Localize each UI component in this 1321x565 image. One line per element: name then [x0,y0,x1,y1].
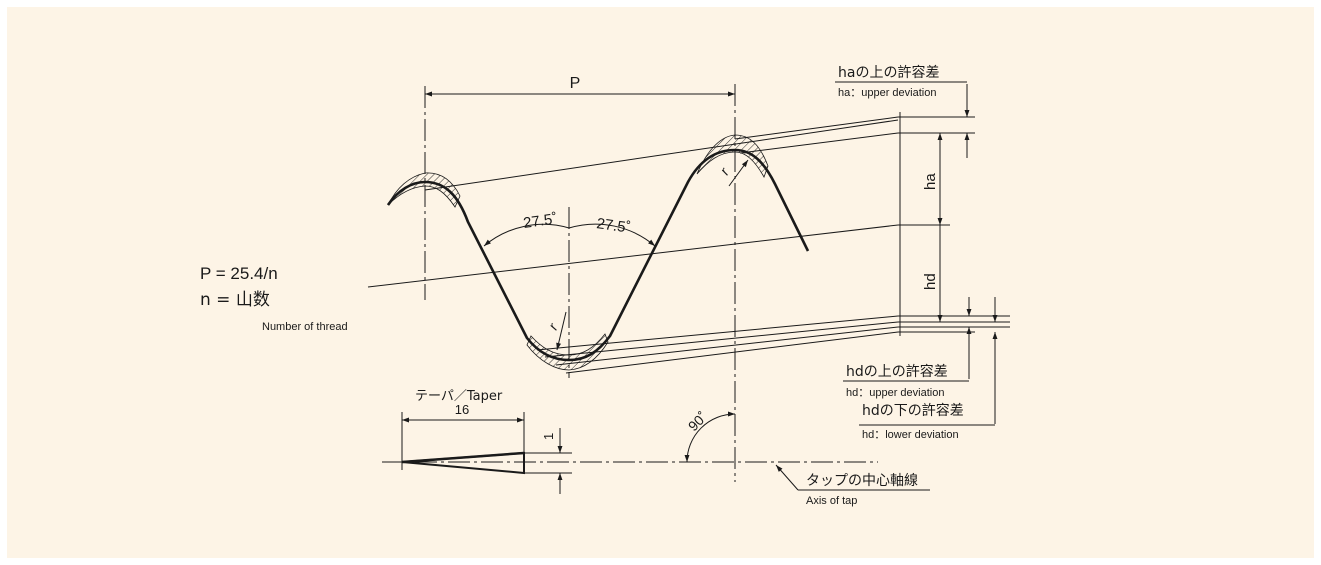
ha-upper-annotation: haの上の許容差 ha：upper deviation [835,64,967,99]
axis-jp: タップの中心軸線 [806,473,918,489]
taper-rise: 1 [541,433,556,440]
envelope-lines [367,112,1010,374]
hd-label: hd [922,273,939,290]
taper-detail: テーパ／Taper 16 1 [401,389,572,494]
ha-upper-jp: haの上の許容差 [838,64,939,81]
diagram-panel [7,7,1314,558]
angle-left-label: 27.5˚ [522,210,558,232]
hd-lower-en: hd：lower deviation [862,429,959,441]
thread-profile [386,148,810,362]
taper-value: 16 [455,402,469,417]
radius-bottom-label: r [545,319,562,332]
right-angle: 90˚ [684,408,736,463]
axis-en: Axis of tap [806,495,857,507]
height-dimensions [937,84,998,424]
number-of-thread: Number of thread [262,321,348,333]
center-lines [382,84,878,482]
axis-leader: タップの中心軸線 Axis of tap [775,464,930,507]
hd-upper-annotation: hdの上の許容差 hd：upper deviation [843,363,969,399]
angle-90-label: 90˚ [685,408,711,434]
ha-upper-en: ha：upper deviation [838,87,936,99]
hd-upper-jp: hdの上の許容差 [846,363,948,380]
radius-leaders [556,159,749,351]
tolerance-hatch [387,134,769,371]
formula-n: n = 山数 [200,290,270,310]
taper-label: テーパ／Taper [415,389,503,404]
hd-upper-en: hd：upper deviation [846,387,944,399]
radius-top-label: r [716,164,733,178]
ha-label: ha [922,173,939,190]
flank-angles [483,223,656,247]
pitch-label: P [570,75,581,92]
formula-block: P = 25.4/n n = 山数 Number of thread [200,264,348,333]
crest-hatch-right [696,134,769,178]
hd-lower-jp: hdの下の許容差 [862,402,964,419]
taper-wedge [401,451,525,475]
hd-lower-annotation: hdの下の許容差 hd：lower deviation [859,402,995,441]
formula-p: P = 25.4/n [200,264,278,283]
pitch-dimension: P [425,75,735,97]
angle-right-label: 27.5˚ [595,215,631,237]
